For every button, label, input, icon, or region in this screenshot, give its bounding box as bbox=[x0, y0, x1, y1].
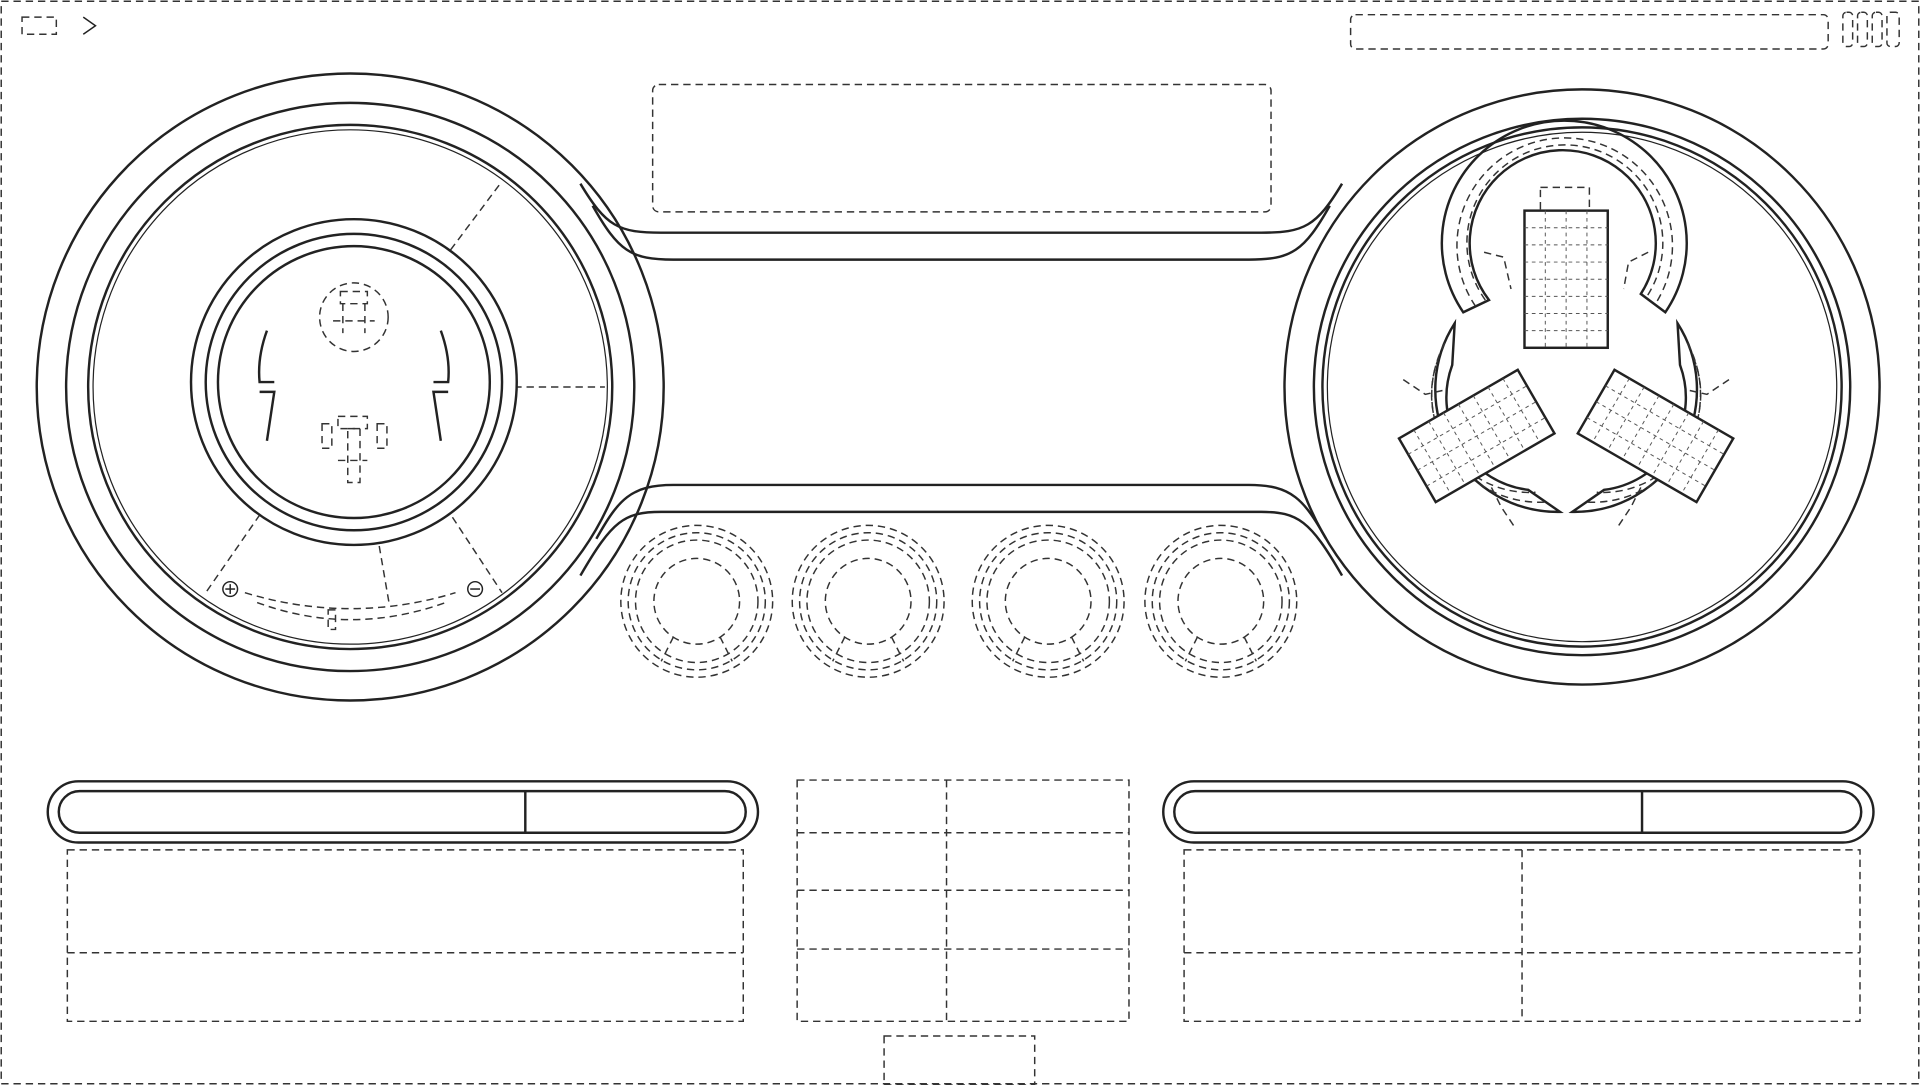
gauge-divider bbox=[445, 506, 503, 594]
trefoil-notch bbox=[1622, 251, 1649, 290]
right-gauge bbox=[1283, 88, 1881, 686]
inner-dial-fill bbox=[191, 219, 517, 545]
top-search-bar[interactable] bbox=[1349, 13, 1829, 50]
engine-icon bbox=[318, 282, 389, 353]
inner-dial-ring bbox=[204, 232, 504, 532]
gauge-divider bbox=[205, 504, 268, 594]
trefoil-notch bbox=[1490, 487, 1517, 530]
plus-icon bbox=[222, 580, 239, 598]
left-gauge bbox=[35, 72, 665, 702]
trefoil-lobe-right bbox=[1568, 318, 1735, 530]
round-dial[interactable] bbox=[791, 524, 945, 678]
trefoil-notch bbox=[1615, 487, 1642, 530]
center-display bbox=[651, 83, 1272, 213]
round-dial[interactable] bbox=[971, 524, 1125, 678]
battery-segment-icon bbox=[1842, 11, 1854, 48]
left-gauge-face-inner bbox=[92, 129, 608, 645]
bottom-tab[interactable] bbox=[883, 1035, 1036, 1085]
gauge-scale-arc bbox=[244, 592, 456, 610]
left-cell-grid bbox=[1397, 368, 1557, 504]
right-slider[interactable] bbox=[1173, 789, 1863, 834]
left-slider-track bbox=[46, 780, 760, 844]
trefoil-lobe-top bbox=[1440, 119, 1688, 350]
left-gauge-outer-ring bbox=[35, 72, 665, 702]
round-dial[interactable] bbox=[620, 524, 774, 678]
right-gauge-outer-ring bbox=[1283, 88, 1881, 686]
center-info-table bbox=[796, 779, 1130, 1023]
right-cell-grid bbox=[1576, 368, 1735, 504]
battery-segment-icon bbox=[1856, 11, 1869, 48]
bottom-center-panel bbox=[796, 779, 1130, 1023]
gauge-scale-arc bbox=[256, 601, 446, 621]
trefoil-notch bbox=[1402, 379, 1448, 396]
left-bracket-icon bbox=[257, 330, 275, 384]
bridge-bottom-inner bbox=[595, 483, 1328, 540]
left-gauge-ring bbox=[64, 101, 636, 673]
top-bar bbox=[21, 11, 1900, 50]
left-info-table bbox=[66, 849, 744, 1023]
right-gauge-face-inner bbox=[1326, 131, 1838, 643]
battery-segment-icon bbox=[1871, 11, 1883, 48]
inner-dial-ring bbox=[189, 217, 518, 547]
right-gauge-face bbox=[1321, 126, 1843, 648]
menu-icon[interactable] bbox=[21, 16, 58, 36]
trefoil-notch bbox=[1483, 251, 1512, 290]
inner-dial-face bbox=[216, 244, 492, 520]
left-bracket-icon bbox=[259, 390, 276, 442]
right-bracket-icon bbox=[433, 330, 450, 384]
trefoil-notch bbox=[1684, 379, 1730, 396]
bridge-top-outer bbox=[579, 183, 1344, 234]
trefoil-lobe-left bbox=[1397, 318, 1564, 530]
bridge-bottom-outer bbox=[579, 510, 1344, 577]
right-slider-track bbox=[1162, 780, 1875, 844]
left-gauge-face bbox=[86, 123, 614, 651]
chevron-right-icon[interactable] bbox=[82, 16, 97, 35]
bottom-left-panel bbox=[46, 780, 760, 1023]
right-gauge-ring bbox=[1312, 117, 1852, 657]
bridge-top-inner bbox=[591, 205, 1331, 261]
temperature-icon bbox=[321, 415, 388, 484]
cluster-body bbox=[579, 183, 1344, 577]
battery-segment-icon bbox=[1886, 11, 1900, 48]
right-bracket-icon bbox=[432, 390, 449, 442]
round-dial[interactable] bbox=[1144, 524, 1298, 678]
minus-icon bbox=[467, 580, 484, 598]
bottom-right-panel bbox=[1162, 780, 1875, 1023]
gauge-divider bbox=[442, 180, 503, 261]
gauge-divider bbox=[376, 533, 391, 606]
status-indicators bbox=[1842, 11, 1900, 48]
left-slider[interactable] bbox=[57, 789, 747, 834]
dial-row bbox=[620, 524, 1298, 678]
